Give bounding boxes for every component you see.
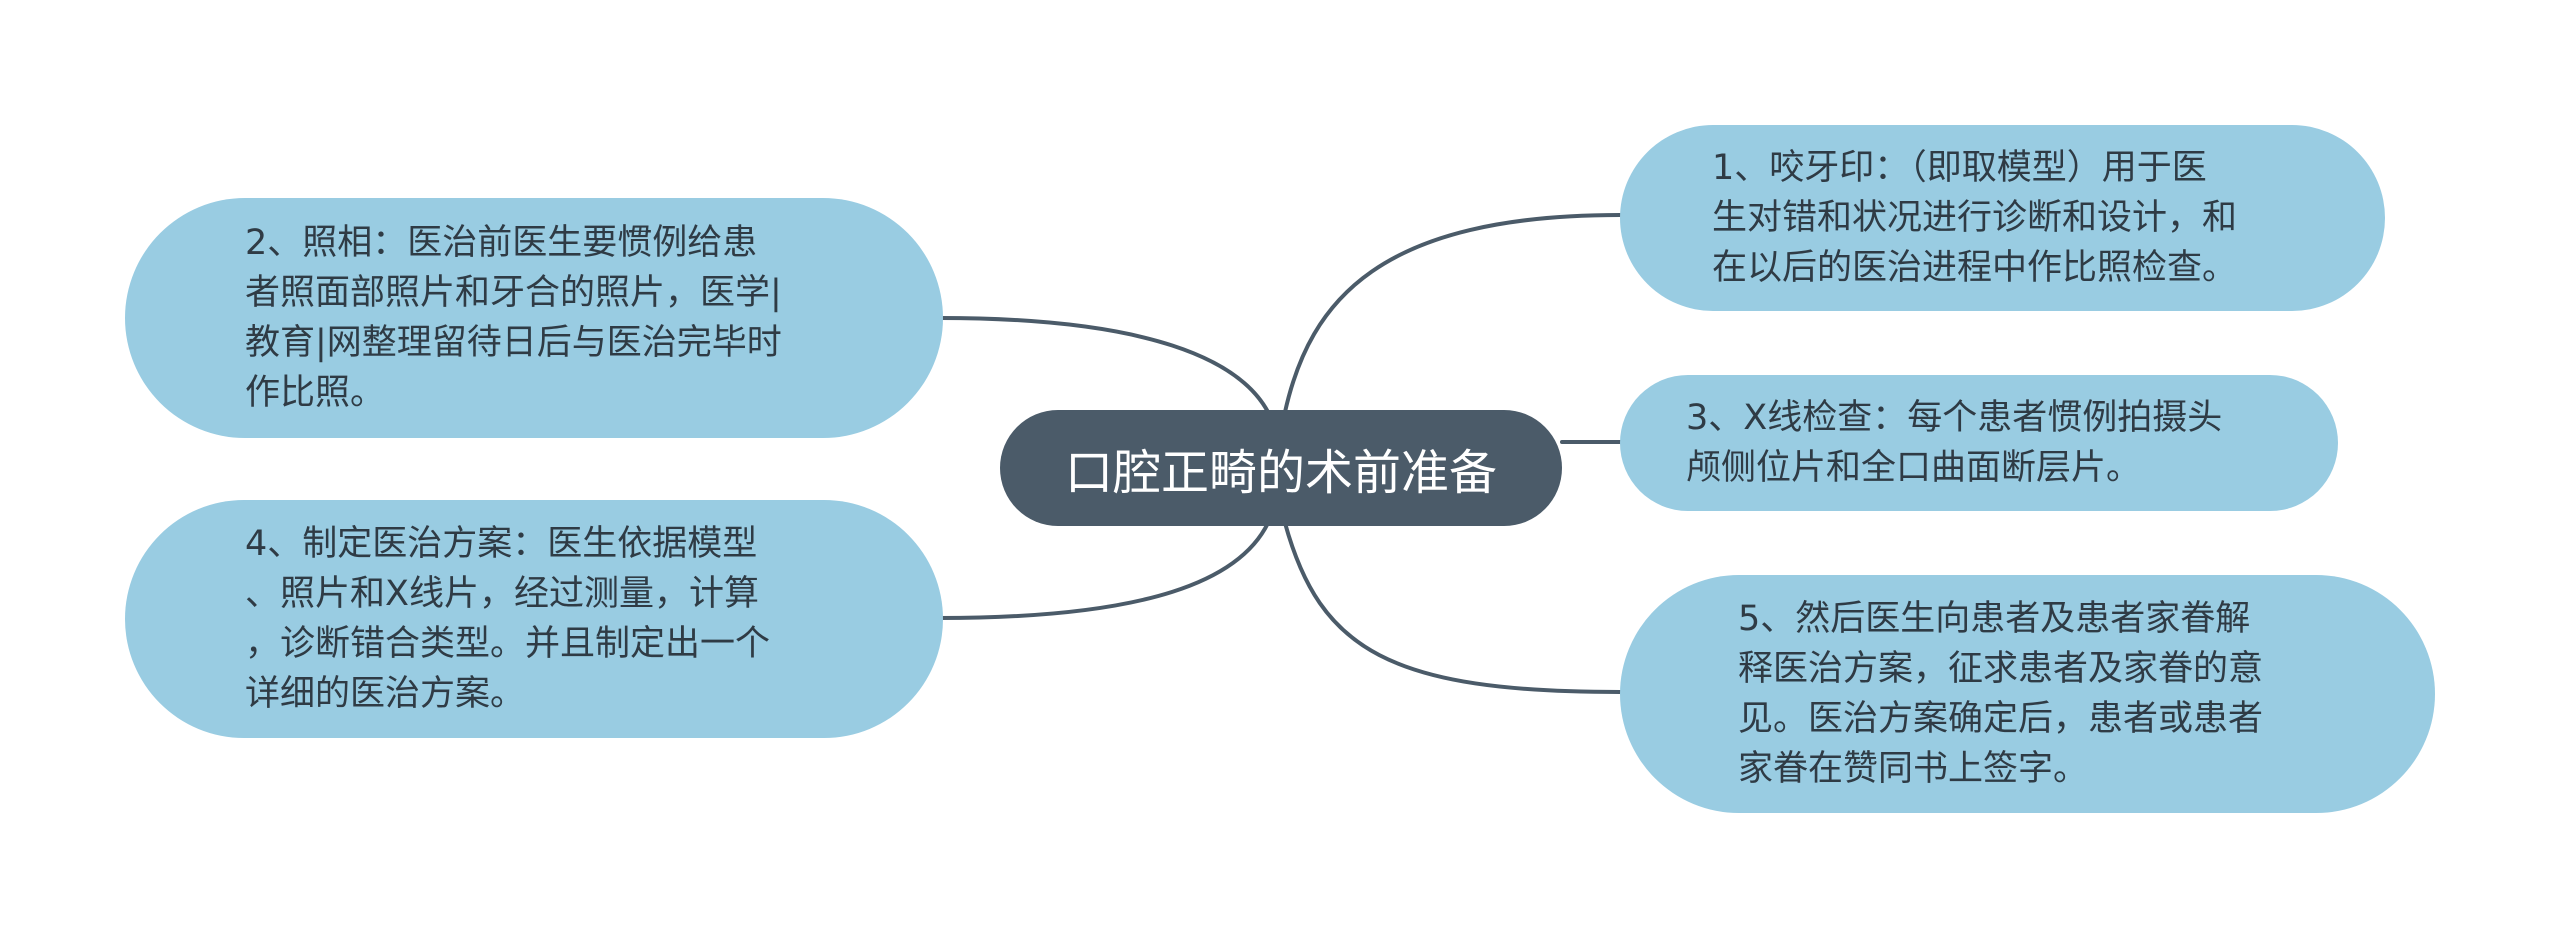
topic-node-5[interactable]: 5、然后医生向患者及患者家眷解 释医治方案，征求患者及家眷的意 见。医治方案确定…: [1620, 575, 2435, 813]
topic-node-2-text: 2、照相：医治前医生要惯例给患 者照面部照片和牙合的照片，医学| 教育|网整理留…: [245, 223, 782, 413]
topic-node-5-text: 5、然后医生向患者及患者家眷解 释医治方案，征求患者及家眷的意 见。医治方案确定…: [1738, 599, 2264, 789]
connector-to-node-4: [938, 521, 1270, 620]
topic-node-3-text: 3、X线检查：每个患者惯例拍摄头 颅侧位片和全口曲面断层片。: [1686, 398, 2223, 488]
topic-node-2[interactable]: 2、照相：医治前医生要惯例给患 者照面部照片和牙合的照片，医学| 教育|网整理留…: [125, 198, 943, 438]
topic-node-1-text: 1、咬牙印：（即取模型）用于医 生对错和状况进行诊断和设计，和 在以后的医治进程…: [1712, 148, 2238, 288]
topic-node-4[interactable]: 4、制定医治方案：医生依据模型 、照片和X线片，经过测量，计算 ，诊断错合类型。…: [125, 500, 943, 738]
topic-node-3[interactable]: 3、X线检查：每个患者惯例拍摄头 颅侧位片和全口曲面断层片。: [1620, 375, 2338, 511]
connector-to-node-1: [1283, 213, 1622, 414]
central-topic[interactable]: 口腔正畸的术前准备: [1000, 410, 1562, 526]
topic-node-1[interactable]: 1、咬牙印：（即取模型）用于医 生对错和状况进行诊断和设计，和 在以后的医治进程…: [1620, 125, 2385, 311]
connector-to-node-2: [938, 316, 1270, 414]
central-topic-label: 口腔正畸的术前准备: [1064, 445, 1497, 501]
topic-node-4-text: 4、制定医治方案：医生依据模型 、照片和X线片，经过测量，计算 ，诊断错合类型。…: [245, 524, 771, 714]
connector-to-node-5: [1283, 521, 1622, 694]
